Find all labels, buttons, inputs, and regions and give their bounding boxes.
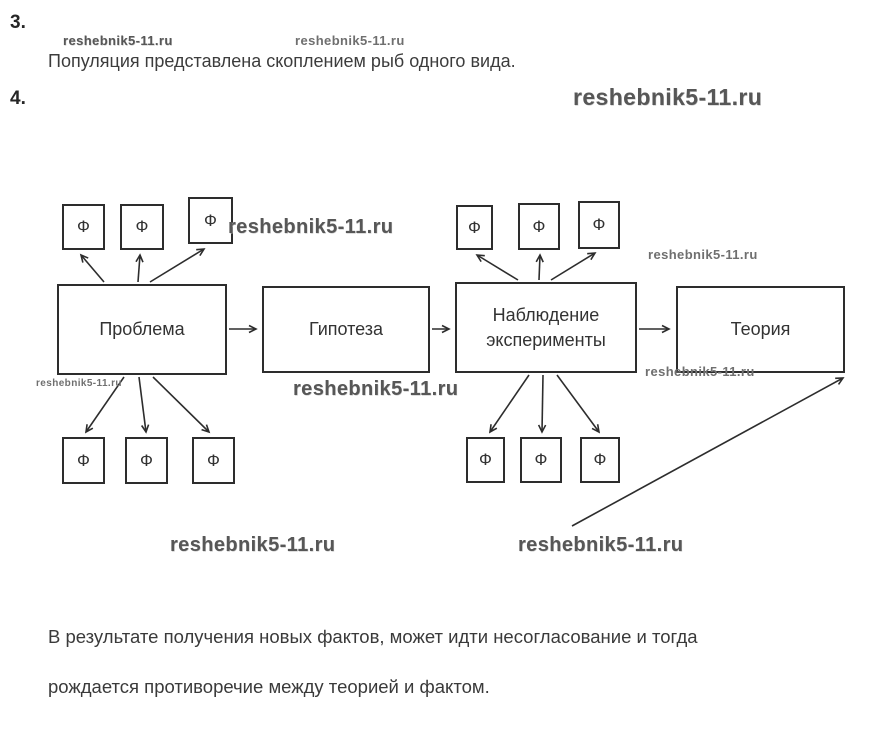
diagram-box-problem: Проблема [57, 284, 227, 375]
fact-label: Ф [479, 450, 492, 469]
answer-line: рождается противоречие между теорией и ф… [48, 676, 490, 697]
diagram-box-label: Проблема [99, 319, 185, 340]
watermark: reshebnik5-11.ru [573, 84, 763, 110]
diagram-box-observation: Наблюдение эксперименты [455, 282, 637, 373]
question-3-answer: Популяция представлена скоплением рыб од… [48, 51, 516, 71]
fact-box: Ф [520, 437, 562, 483]
fact-box: Ф [580, 437, 620, 483]
fact-box: Ф [456, 205, 493, 250]
diagram-box-theory: Теория [676, 286, 845, 373]
fact-box: Ф [125, 437, 168, 484]
watermark: reshebnik5-11.ru [36, 378, 122, 389]
diagram-box-label: Наблюдение эксперименты [486, 305, 606, 350]
fact-box: Ф [120, 204, 164, 250]
answer-line: В результате получения новых фактов, мож… [48, 626, 698, 647]
diagram-box-label: Гипотеза [308, 319, 384, 340]
fact-label: Ф [77, 217, 90, 236]
fact-box: Ф [578, 201, 620, 249]
fact-label: Ф [593, 450, 607, 469]
fact-label: Ф [592, 215, 606, 234]
fact-label: Ф [140, 450, 153, 470]
fact-box: Ф [518, 203, 560, 250]
watermark: reshebnik5-11.ru [518, 534, 684, 556]
watermark: reshebnik5-11.ru [295, 33, 405, 48]
watermark: reshebnik5-11.ru [170, 534, 336, 556]
watermark: reshebnik5-11.ru [63, 33, 173, 48]
fact-label: Ф [534, 450, 548, 469]
diagram-box-hypothesis: Гипотеза [262, 286, 430, 373]
fact-label: Ф [207, 450, 220, 470]
fact-box: Ф [192, 437, 235, 484]
diagram-box-label: Теория [730, 319, 791, 340]
fact-box: Ф [188, 197, 233, 244]
fact-box: Ф [62, 204, 105, 250]
fact-box: Ф [466, 437, 505, 483]
watermark: reshebnik5-11.ru [648, 247, 758, 262]
fact-label: Ф [468, 217, 481, 237]
watermark: reshebnik5-11.ru [645, 364, 755, 379]
fact-label: Ф [532, 216, 546, 236]
fact-label: Ф [135, 217, 149, 236]
watermark: reshebnik5-11.ru [293, 378, 459, 400]
question-4-number: 4. [10, 88, 26, 109]
fact-box: Ф [62, 437, 105, 484]
fact-label: Ф [77, 450, 90, 470]
watermark: reshebnik5-11.ru [228, 216, 394, 238]
fact-label: Ф [204, 210, 217, 230]
question-3-number: 3. [10, 12, 26, 33]
question-4-answer: В результате получения новых фактов, мож… [48, 612, 853, 712]
